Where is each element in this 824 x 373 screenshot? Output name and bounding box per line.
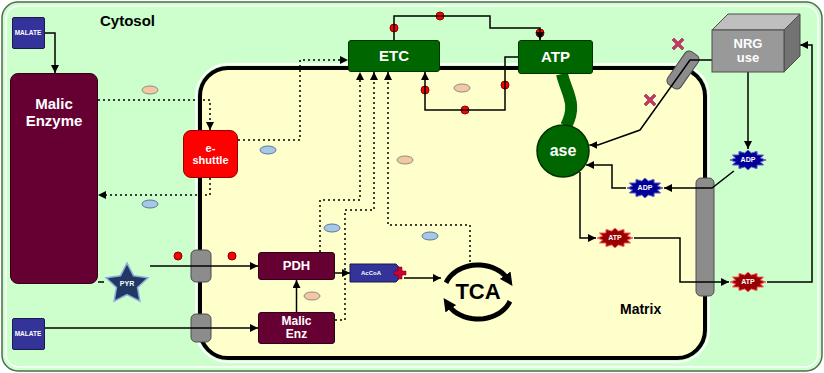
flow-arrow [664, 171, 734, 188]
electron-flow [388, 72, 470, 262]
burst-shape [627, 178, 663, 198]
tca-cycle: TCA [441, 262, 515, 322]
node-label: PDH [283, 259, 310, 273]
cofactor-oval [397, 156, 413, 164]
rotor-circle [537, 125, 589, 177]
cofactor-oval [454, 84, 470, 92]
electron-flow [238, 60, 348, 140]
flow-arrow [98, 281, 104, 283]
node-label: AcCoA [361, 270, 381, 277]
outer-membrane [196, 64, 709, 362]
inner-membrane [200, 68, 705, 358]
node-label: Matrix [620, 302, 661, 317]
pyruvate-star: PYR [104, 260, 150, 304]
cofactor-oval [324, 224, 340, 232]
node-label: Malic Enzyme [14, 96, 94, 129]
enzyme-box: PDH [258, 252, 335, 280]
substrate-box: MALATE [12, 17, 45, 49]
flow-arrow [634, 238, 729, 282]
node-label: e-shuttle [189, 142, 233, 166]
node-label: Cytosol [100, 13, 155, 30]
atp-burst: ATP [596, 227, 634, 249]
electron-flow [98, 178, 210, 195]
mitochondrion: Matrix asePDH AcCoA TCA Malic Enz ADP ATP [200, 68, 705, 358]
node-label: NRG use [726, 37, 770, 66]
flow-arrow [586, 165, 626, 188]
cube-front [712, 30, 784, 72]
flow-arrow [747, 72, 749, 149]
node-label: ADP [638, 184, 653, 192]
cofactor-oval [304, 292, 320, 300]
node-label: ase [550, 142, 577, 160]
flow-arrow [335, 272, 350, 274]
adp-burst: ADP [626, 177, 664, 199]
electron-flow [320, 72, 360, 252]
acetyl-coa-tag: AcCoA [350, 264, 404, 282]
flow-arrow [45, 33, 56, 73]
transporter [696, 178, 714, 296]
adp-burst: ADP [729, 149, 767, 171]
shuttle-box: e-shuttle [183, 130, 238, 178]
node-label: ADP [741, 156, 756, 164]
proton-dot [174, 252, 182, 260]
energy-use-cube: NRG use [712, 14, 800, 72]
phosphate-mark [644, 94, 656, 106]
synthase-rotor: ase [536, 124, 590, 178]
flow-arrow [404, 277, 441, 279]
substrate-box: MALATE [12, 318, 45, 350]
flow-arrow [580, 172, 596, 238]
flow-arrow [394, 16, 540, 40]
node-label: Malic Enz [275, 315, 319, 341]
node-label: MALATE [15, 29, 42, 36]
flow-arrow [45, 327, 259, 329]
synthase-head: ATP [518, 40, 593, 74]
star-shape [106, 263, 148, 301]
cofactor-oval [422, 232, 438, 240]
flow-arrow [296, 280, 298, 312]
flow-arrow [589, 60, 712, 145]
proton-dot [228, 252, 236, 260]
node-label: ETC [379, 48, 409, 65]
node-label: PYR [120, 280, 134, 288]
coa-mark [394, 267, 406, 279]
node-label: ATP [541, 49, 570, 66]
atp-burst: ATP [729, 271, 767, 293]
node-label: TCA [455, 280, 500, 304]
cell-inner-line [6, 6, 818, 367]
node-label: MALATE [15, 330, 42, 337]
flow-arrow [150, 265, 258, 267]
burst-shape [730, 272, 766, 292]
enzyme-box: Malic Enzyme [10, 73, 98, 284]
enzyme-box: Malic Enz [258, 312, 335, 344]
etc-box: ETC [348, 40, 440, 72]
burst-shape [730, 150, 766, 170]
cofactor-oval [142, 200, 158, 208]
cube-side [784, 14, 800, 72]
phosphate-mark [672, 38, 684, 50]
node-label: ATP [608, 234, 621, 242]
electron-flow [335, 72, 374, 320]
electron-flow [98, 100, 210, 130]
flow-arrow [767, 45, 812, 282]
synthase-stalk [562, 74, 571, 126]
node-label: ATP [741, 278, 754, 286]
cofactor-oval [260, 146, 276, 154]
cofactor-oval [142, 86, 158, 94]
burst-shape [597, 228, 633, 248]
